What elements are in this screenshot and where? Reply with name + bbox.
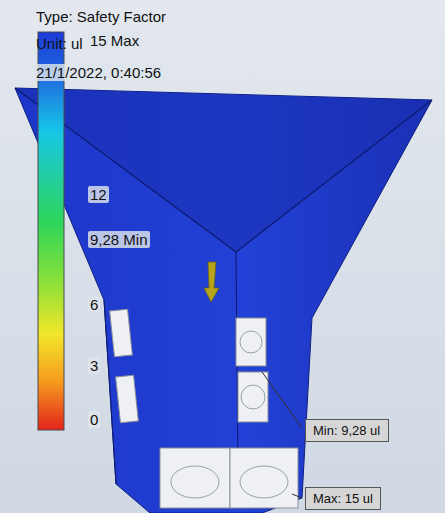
callout-text: Min: 9,28 ul [306,420,388,441]
scale-value: 12 [88,186,109,203]
callout-box: Min: 9,28 ul [305,419,389,442]
scale-value: 0 [88,411,100,428]
scale-value: 15 Max [88,32,141,49]
callout-box: Max: 15 ul [305,487,381,510]
scale-value: 6 [88,296,100,313]
scale-value: 3 [88,357,100,374]
callout-text: Max: 15 ul [306,488,380,509]
result-type: Type: Safety Factor [34,8,168,25]
timestamp: 21/1/2022, 0:40:56 [34,64,163,81]
result-unit: Unit: ul [34,35,85,52]
scale-value: 9,28 Min [88,231,150,248]
